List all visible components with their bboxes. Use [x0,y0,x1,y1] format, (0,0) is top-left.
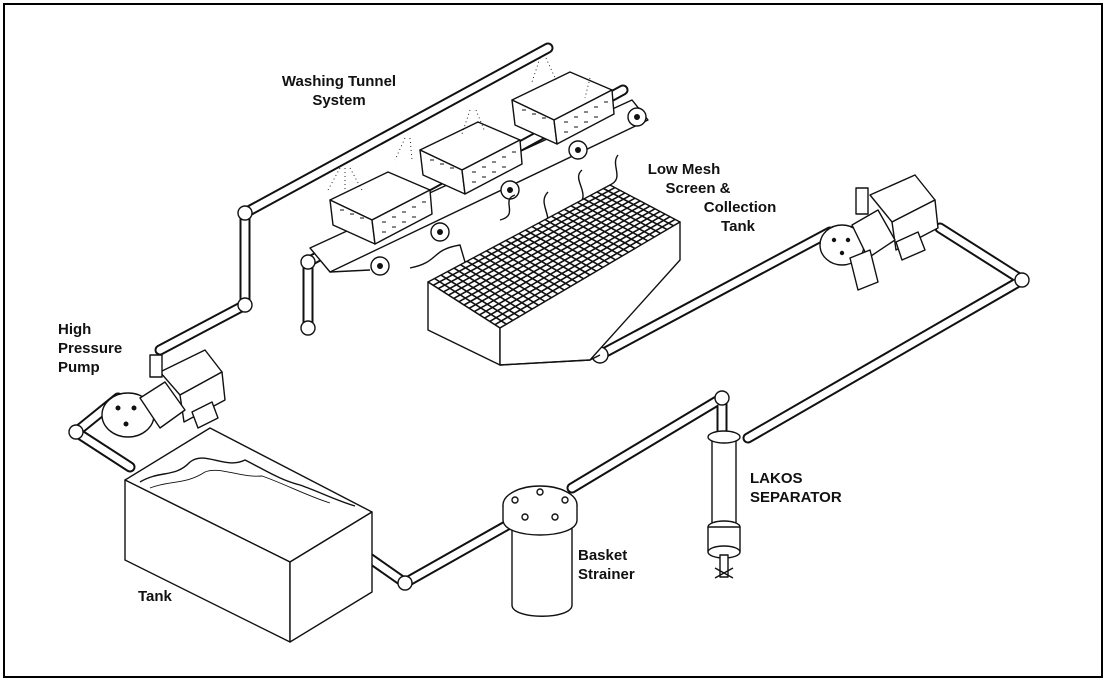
label-low-mesh-screen-collection-tank: Low Mesh Screen & Collection Tank [647,161,777,235]
diagram-frame [3,3,1103,678]
circulation-pump [819,174,939,291]
lakos-separator [707,430,741,579]
mesh-screen-grid [432,186,676,326]
label-high-pressure-pump: High Pressure Pump [58,321,123,376]
label-basket-strainer: Basket Strainer [578,547,635,583]
low-mesh-screen-collection-tank [427,184,681,366]
label-tank: Tank [138,588,172,605]
tank [124,427,373,643]
basket-strainer [502,485,578,617]
label-washing-tunnel-system: Washing Tunnel System [281,73,397,109]
washing-tunnel-system [309,57,649,276]
high-pressure-pump [101,349,226,438]
label-lakos-separator: LAKOS SEPARATOR [750,470,842,506]
